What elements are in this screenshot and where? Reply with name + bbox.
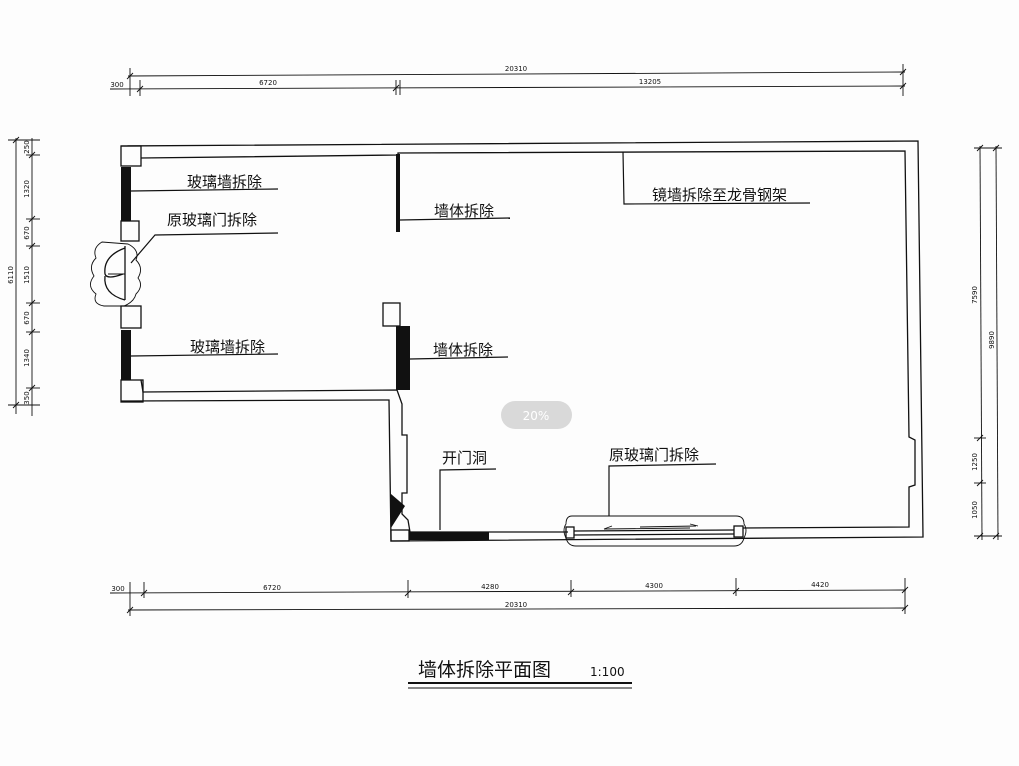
bottom-glass-door — [563, 515, 747, 547]
zoom-level: 20% — [523, 409, 550, 423]
left-total-dimension: 6110 — [7, 266, 15, 284]
top-dimension-3: 13205 — [639, 78, 661, 86]
exterior-walls — [120, 140, 924, 542]
right-dimension-2: 1250 — [971, 453, 979, 471]
top-total-dimension: 20310 — [505, 65, 527, 73]
label-wall-removal-lower: 墙体拆除 — [433, 341, 493, 359]
label-mirror-wall-removal: 镜墙拆除至龙骨钢架 — [652, 186, 787, 204]
right-total-dimension: 9890 — [988, 331, 996, 349]
left-dimension-lines — [8, 136, 40, 416]
leader-lines — [130, 151, 811, 530]
top-dimension-lines — [109, 64, 907, 96]
bottom-dimension-5: 4420 — [811, 581, 829, 589]
label-glass-wall-removal-bottom: 玻璃墙拆除 — [190, 338, 265, 356]
top-dimension-1: 300 — [110, 81, 123, 89]
left-glass-door — [90, 241, 141, 307]
right-dimension-3: 1050 — [971, 501, 979, 519]
left-dimension-5: 670 — [23, 311, 31, 324]
right-dimension-1: 7590 — [971, 286, 979, 304]
bottom-dimension-1: 300 — [111, 585, 124, 593]
right-dimension-lines — [974, 144, 1002, 541]
label-wall-removal-upper: 墙体拆除 — [434, 202, 494, 220]
bottom-dimension-3: 4280 — [481, 583, 499, 591]
label-glass-wall-removal-top: 玻璃墙拆除 — [187, 173, 262, 191]
left-dimension-3: 670 — [23, 226, 31, 239]
bottom-dimension-lines — [109, 578, 909, 616]
label-original-glass-door-removal-left: 原玻璃门拆除 — [167, 211, 257, 229]
bottom-dimension-2: 6720 — [263, 584, 281, 592]
drawing-title: 墙体拆除平面图 — [418, 659, 551, 681]
label-original-glass-door-removal-bottom: 原玻璃门拆除 — [609, 446, 699, 464]
left-dimension-6: 1340 — [23, 349, 31, 367]
left-dimension-4: 1510 — [23, 266, 31, 284]
bottom-dimension-4: 4300 — [645, 582, 663, 590]
drawing-scale: 1:100 — [590, 665, 625, 679]
left-dimension-1: 250 — [23, 140, 31, 153]
left-dimension-7: 350 — [23, 391, 31, 404]
left-dimension-2: 1320 — [23, 180, 31, 198]
label-open-door-opening: 开门洞 — [442, 449, 487, 467]
bottom-total-dimension: 20310 — [505, 601, 527, 609]
zoom-badge: 20% — [501, 401, 572, 429]
top-dimension-2: 6720 — [259, 79, 277, 87]
